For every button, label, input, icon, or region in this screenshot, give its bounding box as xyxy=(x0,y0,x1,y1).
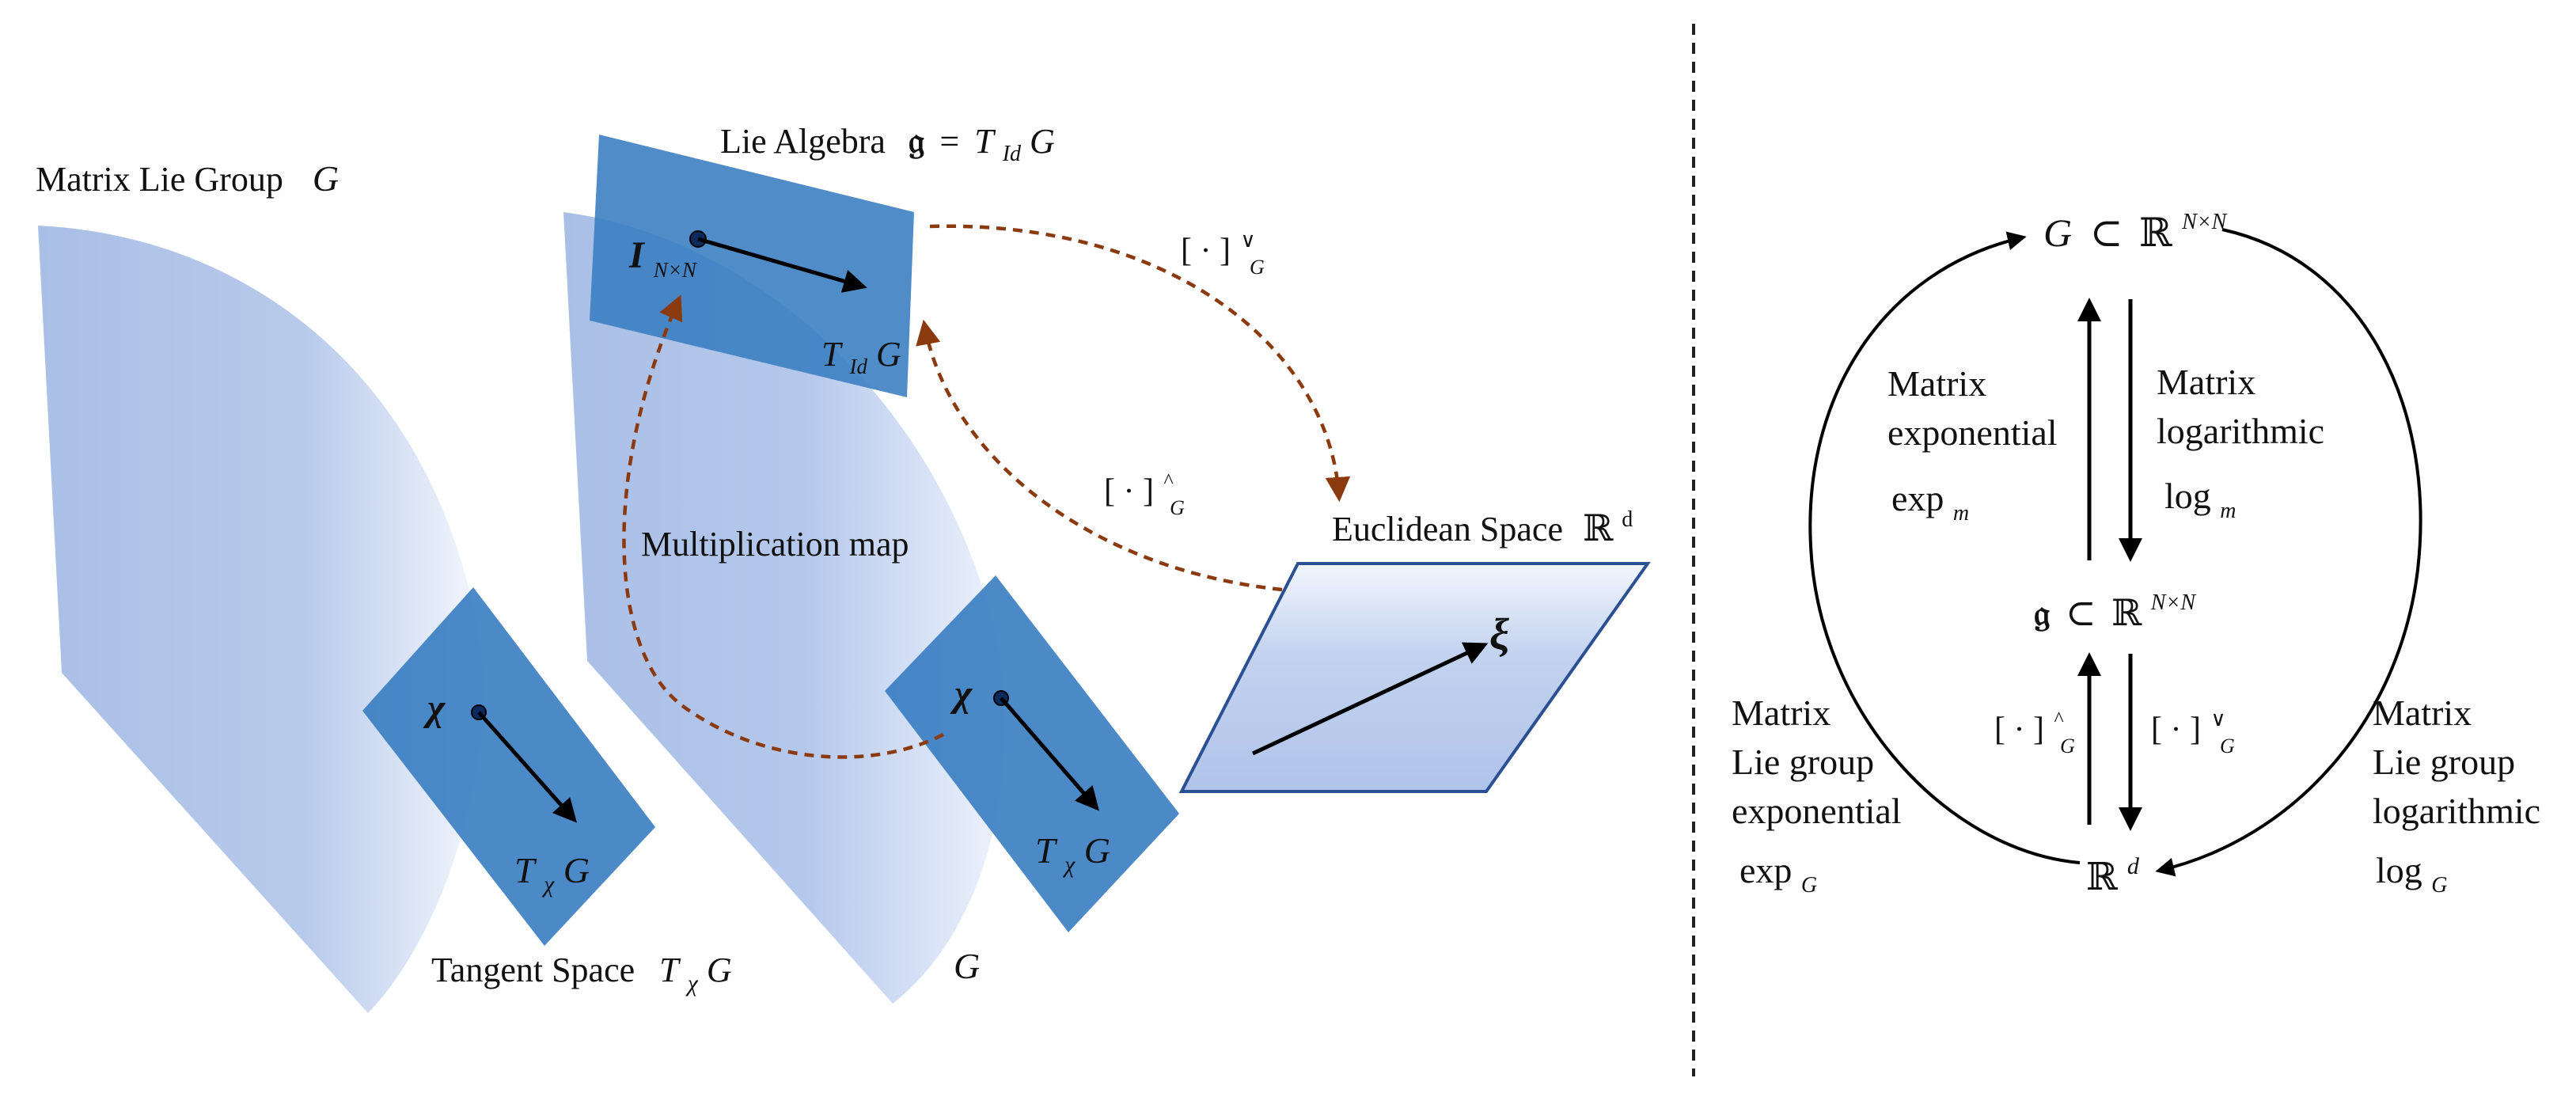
exp-m-label: exp m xyxy=(1891,478,1969,526)
tangent-vector-mid xyxy=(1000,697,1099,811)
log-m-label: log m xyxy=(2164,476,2236,523)
t-chi-g-label-mid: T χ G xyxy=(1035,830,1110,880)
lie-algebra-plane xyxy=(590,135,914,397)
matrix-log-label: Matrix logarithmic xyxy=(2157,362,2324,451)
tangent-plane-mid xyxy=(885,575,1179,932)
xi-label: ξ xyxy=(1489,610,1509,659)
identity-label: I N×N xyxy=(628,234,698,282)
euclidean-space-title: Euclidean Space ℝ d xyxy=(1332,507,1633,548)
t-chi-g-label-left: T χ G xyxy=(514,850,590,900)
lie-algebra-vector xyxy=(697,237,867,293)
vee-map-arrow xyxy=(929,224,1351,503)
t-id-g-label: T Id G xyxy=(821,335,901,381)
tangent-space-title: Tangent Space T χ G xyxy=(431,951,732,999)
lie-algebra-title: Lie Algebra 𝔤 = T Id G xyxy=(720,120,1055,169)
euclidean-vector xyxy=(1251,642,1489,756)
lie-group-exp-arc xyxy=(1808,231,2081,864)
lie-group-exp-label: Matrix Lie group exponential xyxy=(1732,693,1902,831)
vee-label-right: [ · ] ∨ G xyxy=(2151,697,2235,757)
lie-group-log-arc xyxy=(2155,228,2422,877)
multiplication-map-label: Multiplication map xyxy=(641,525,909,564)
lie-group-surface-left xyxy=(38,226,484,1013)
lie-group-surface-mid xyxy=(563,212,1005,1004)
vee-map-label: [ · ] ∨ G xyxy=(1181,218,1265,279)
hat-map-label: [ · ] ^ G xyxy=(1104,459,1185,519)
node-lie-algebra: 𝔤 ⊂ ℝ N×N xyxy=(2034,590,2196,633)
hat-label-right: [ · ] ^ G xyxy=(1994,697,2075,757)
g-label-mid: G xyxy=(954,946,980,986)
matrix-exp-label: Matrix exponential xyxy=(1887,363,2058,453)
node-euclidean: ℝ d xyxy=(2086,853,2140,898)
lie-group-log-label: Matrix Lie group logarithmic xyxy=(2373,693,2540,831)
hat-map-arrow xyxy=(916,319,1283,592)
exp-g-label: exp G xyxy=(1739,850,1817,898)
log-g-label: log G xyxy=(2376,850,2448,898)
multiplication-map-arrow xyxy=(622,294,945,759)
node-lie-group: G ⊂ ℝ N×N xyxy=(2043,210,2228,255)
tangent-vector-left xyxy=(477,711,577,823)
tangent-plane-left xyxy=(362,587,655,946)
matrix-lie-group-title: Matrix Lie Group G xyxy=(36,158,339,199)
